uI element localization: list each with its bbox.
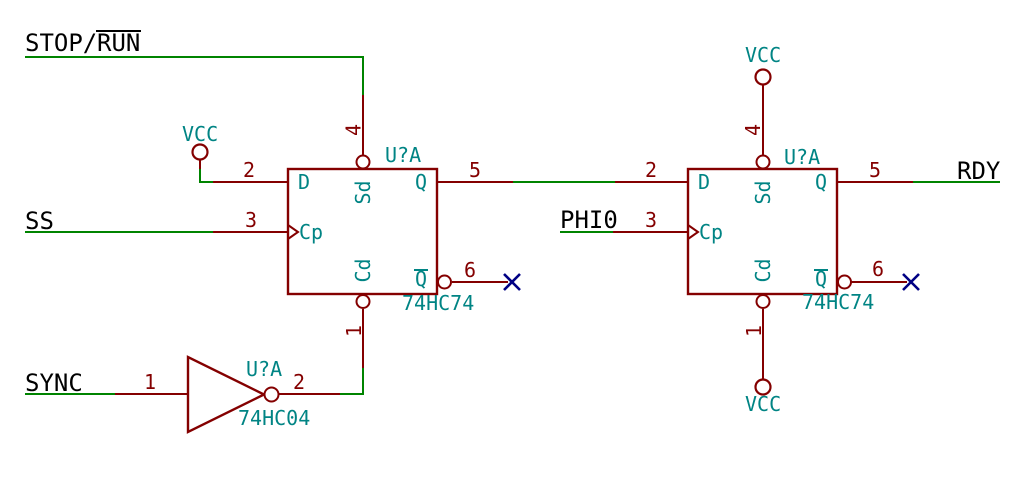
ff-right-pin-number-clear: 1 <box>742 325 766 337</box>
stop-run-label-prefix: STOP/ <box>25 29 97 57</box>
flip-flop-left: 2 3 4 1 5 6 D Cp Sd Cd Q Q U?A 74HC74 <box>213 95 513 368</box>
flip-flop-right: 2 3 4 1 5 6 D Cp Sd Cd Q Q U?A 74HC74 <box>613 85 913 379</box>
net-label-sync[interactable]: SYNC <box>25 369 83 397</box>
inverter-triangle-icon[interactable] <box>186 355 267 434</box>
ff-right-pin-name-clock: Cp <box>699 220 723 244</box>
ff-left-pin-name-d: D <box>298 170 310 194</box>
ff-left-pin-name-clear: Cd <box>351 258 375 282</box>
ff-left-clock-edge-icon <box>287 224 300 240</box>
ff-right-pin-name-q: Q <box>815 170 827 194</box>
ff-left-pin-number-d: 2 <box>243 158 255 182</box>
no-connect-x-icon[interactable] <box>902 273 920 291</box>
vcc-label: VCC <box>182 122 218 146</box>
ff-left-value: 74HC74 <box>402 291 474 315</box>
ff-left-reference: U?A <box>385 143 421 167</box>
wires <box>25 56 1000 395</box>
ff-left-pin-name-set: Sd <box>351 180 375 204</box>
ff-left-pin-number-clock: 3 <box>245 208 257 232</box>
ff-right-set-bubble-icon <box>755 154 771 170</box>
inverter-output-bubble-icon <box>263 386 280 403</box>
ff-left-pin-name-q: Q <box>415 170 427 194</box>
ff-left-clear-bubble-icon <box>355 294 371 309</box>
ff-right-pin-number-clock: 3 <box>645 208 657 232</box>
ff-right-pin-number-set: 4 <box>741 124 765 136</box>
inverter: 1 2 U?A 74HC04 <box>115 355 340 434</box>
ff-right-pin-number-q: 5 <box>869 158 881 182</box>
inverter-value: 74HC04 <box>238 406 310 430</box>
net-label-phi0[interactable]: PHI0 <box>560 206 618 234</box>
power-vcc-ff-right-clear[interactable]: VCC <box>745 378 781 417</box>
power-vcc-ff-right-set[interactable]: VCC <box>745 43 781 86</box>
ff-right-reference: U?A <box>784 145 820 169</box>
vcc-circle-icon <box>191 143 209 161</box>
ff-left-pin-number-clear: 1 <box>342 325 366 337</box>
ff-left-pin-number-q: 5 <box>469 158 481 182</box>
net-label-ss[interactable]: SS <box>25 207 54 235</box>
net-label-stop-run[interactable]: STOP/ RUN <box>25 29 141 57</box>
ff-right-pin-name-clear: Cd <box>751 258 775 282</box>
vcc-label: VCC <box>745 43 781 67</box>
vcc-circle-icon <box>754 378 772 396</box>
power-vcc-ff-left-d[interactable]: VCC <box>182 122 218 169</box>
inverter-pin-number-output: 2 <box>293 370 305 394</box>
ff-left-set-bubble-icon <box>355 154 371 170</box>
no-connect-x-icon[interactable] <box>503 273 521 291</box>
ff-right-clock-edge-icon <box>687 224 700 240</box>
ff-right-pin-number-q-inv: 6 <box>872 257 884 281</box>
ff-right-q-inv-bubble-icon <box>837 274 852 290</box>
inverter-reference: U?A <box>246 357 282 381</box>
wire-stop-run-to-sd[interactable] <box>25 56 364 95</box>
ff-right-pin-number-d: 2 <box>645 158 657 182</box>
net-label-rdy[interactable]: RDY <box>957 157 1001 185</box>
inverter-pin-number-input: 1 <box>144 370 156 394</box>
wire-vcc-to-d[interactable] <box>199 168 213 183</box>
ff-left-pin-number-q-inv: 6 <box>464 258 476 282</box>
stop-run-label-overlined: RUN <box>97 29 140 57</box>
flip-flop-left-body[interactable] <box>286 167 439 296</box>
ff-left-pin-name-clock: Cp <box>299 220 323 244</box>
ff-left-pin-number-set: 4 <box>342 124 366 136</box>
ff-left-q-inv-bubble-icon <box>437 274 452 290</box>
ff-right-pin-name-d: D <box>698 170 710 194</box>
ff-right-pin-name-set: Sd <box>751 180 775 204</box>
ff-right-value: 74HC74 <box>802 290 874 314</box>
ff-right-pin-name-q-inv: Q <box>815 267 827 291</box>
wire-inverter-to-cd[interactable] <box>340 368 364 395</box>
ff-left-pin-name-q-inv: Q <box>415 267 427 291</box>
vcc-circle-icon <box>754 68 772 86</box>
ff-right-clear-bubble-icon <box>755 294 771 309</box>
vcc-label: VCC <box>745 392 781 416</box>
